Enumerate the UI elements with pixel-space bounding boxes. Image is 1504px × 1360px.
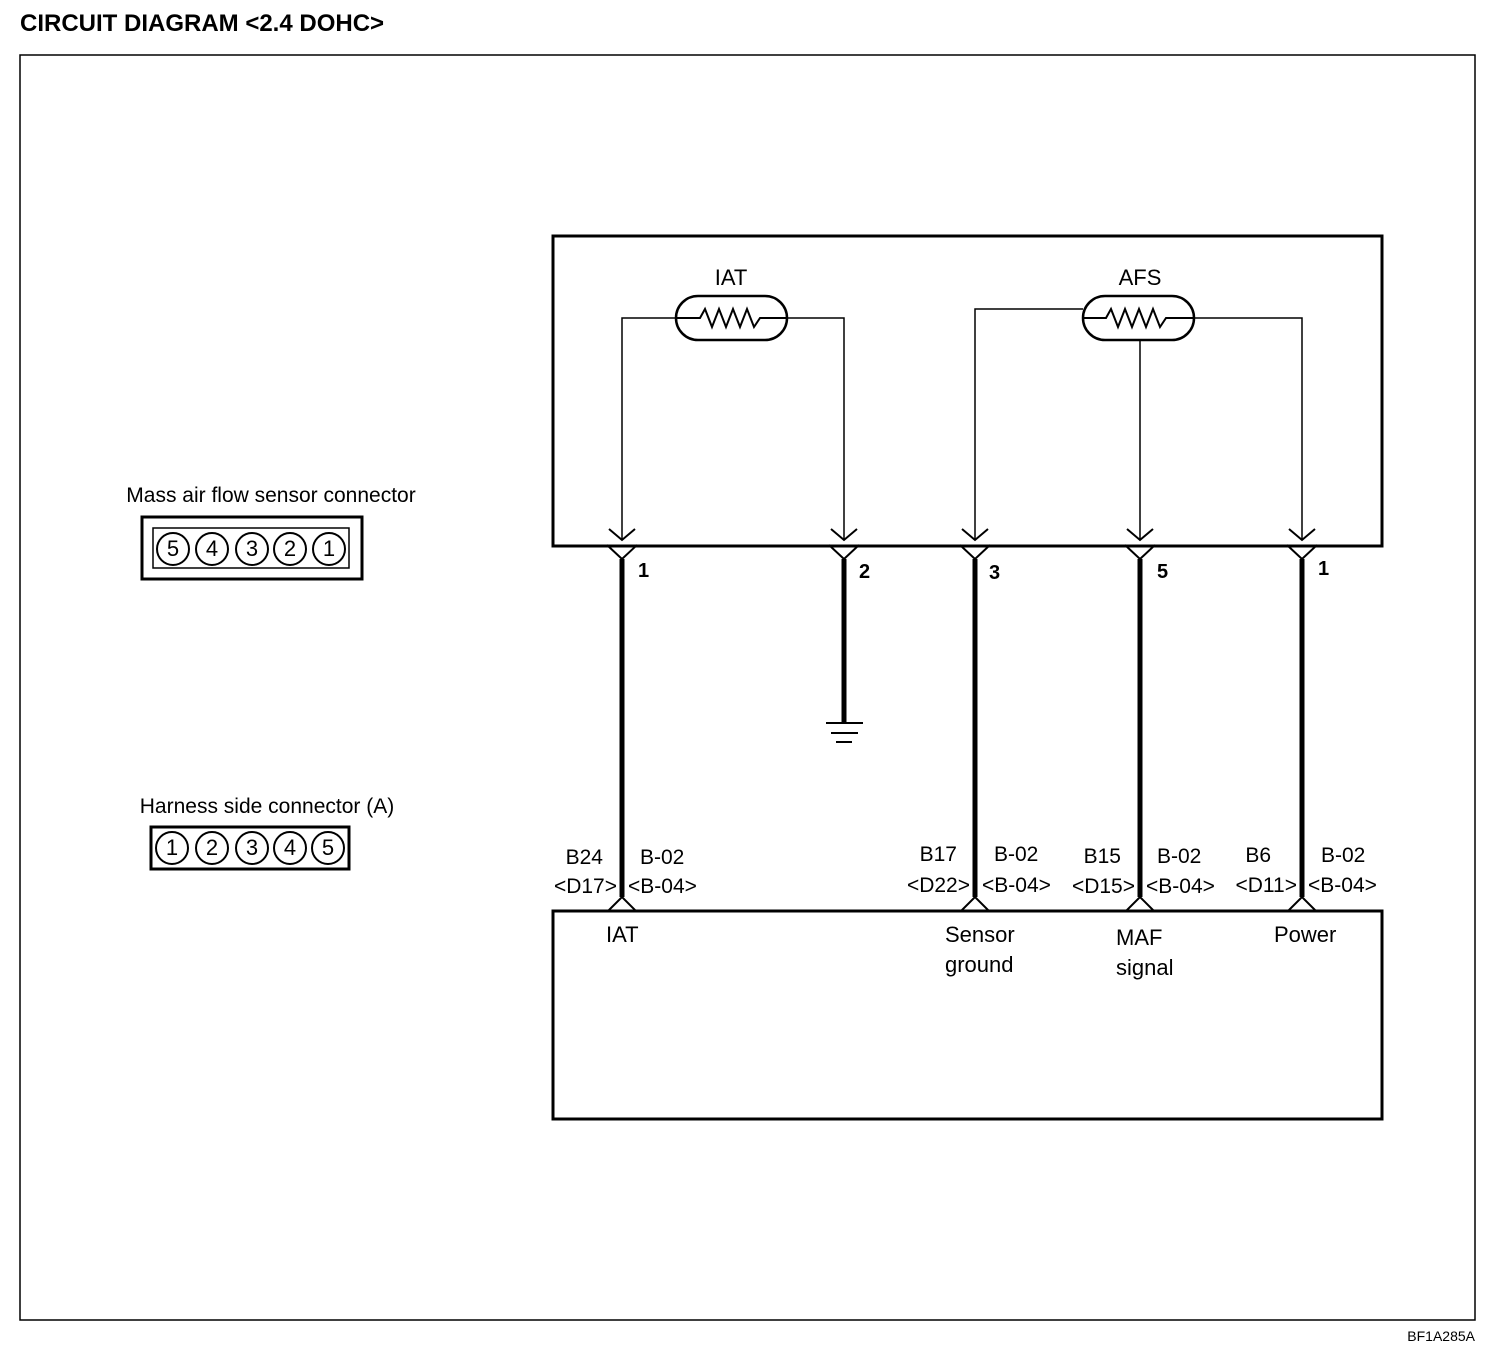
ground-icon [826,722,863,743]
ecm-function-label-line2: ground [945,952,1014,977]
afs-wire-ground [974,308,1083,540]
sensor-assembly-box [551,234,1384,548]
iat-wire-left [621,317,676,540]
ecm-connector-code: B-02 [1157,845,1201,868]
afs-wire-power [1194,317,1303,540]
ecm-box [551,909,1384,1121]
ecm-alt-connector-code: <B-04> [1146,875,1215,898]
harness-connector: Harness side connector (A) 1 2 3 4 5 [140,795,394,871]
harness-connector-pin-4: 4 [273,831,307,865]
ecm-function-label: MAF [1116,925,1162,950]
harness-connector-pin-label: 4 [284,835,296,860]
ecm-pin-code: B6 [1245,844,1271,867]
sensor-connector-pin-label: 3 [246,536,258,561]
ecm-alt-pin-code: <D17> [554,875,617,898]
ecm-alt-pin-code: <D15> [1072,875,1135,898]
harness-wires [619,559,1305,897]
sensor-pin-number: 1 [638,560,649,582]
sensor-connector-inner [152,527,350,569]
ecm-pin-code: B24 [566,846,604,869]
ecm-pin-code: B15 [1084,845,1121,868]
ecm-alt-pin-code: <D11> [1236,874,1298,897]
harness-connector-pin-5: 5 [311,831,345,865]
iat-resistor-zigzag [676,306,787,330]
sensor-connector-outer [140,515,364,581]
ecm-pin-symbol [960,895,990,912]
ecm-pin-symbol [1287,895,1317,912]
harness-connector-outer [149,825,351,871]
ecm-terminal-maf-signal: B15 <D15> B-02 <B-04> MAF signal [1072,845,1215,980]
afs-resistor-zigzag [1083,306,1194,330]
harness-connector-pin-label: 2 [206,835,218,860]
harness-connector-pin-2: 2 [195,831,229,865]
sensor-connector-pin-label: 1 [323,536,335,561]
ecm-connector-code: B-02 [1321,844,1365,867]
sensor-connector-pin-label: 4 [206,536,218,561]
ecm-connector-code: B-02 [994,843,1038,866]
sensor-pin-number: 1 [1318,558,1329,580]
sensor-connector-pin-label: 2 [284,536,296,561]
iat-thermistor: IAT [621,265,845,540]
sensor-pin-number: 5 [1157,561,1168,583]
ecm-function-label: Power [1274,922,1336,947]
sensor-connector-pin-3: 3 [235,532,269,566]
sensor-pin-number: 3 [989,562,1000,584]
ecm-terminal-power: B6 <D11> B-02 <B-04> Power [1236,844,1377,947]
sensor-connector-title: Mass air flow sensor connector [126,484,415,507]
ecm-pin-symbol [607,895,637,912]
iat-label: IAT [715,265,748,290]
figure-code: BF1A285A [1407,1328,1475,1344]
harness-connector-pin-label: 5 [322,835,334,860]
diagram-title: CIRCUIT DIAGRAM <2.4 DOHC> [20,10,384,37]
afs-label: AFS [1119,265,1162,290]
ecm-terminal-sensor-ground: B17 <D22> B-02 <B-04> Sensor ground [907,843,1051,977]
ecm-pin-symbols [607,895,1317,912]
sensor-connector-pin-5: 1 [312,532,346,566]
sensor-connector: Mass air flow sensor connector 5 4 3 2 1 [126,484,416,581]
sensor-pin-number: 2 [859,561,870,583]
sensor-connector-pin-1: 5 [156,532,190,566]
ecm-alt-pin-code: <D22> [907,874,970,897]
sensor-pin-symbols [606,528,1318,561]
ecm-function-label: Sensor [945,922,1015,947]
sensor-connector-pin-4: 2 [273,532,307,566]
harness-connector-pin-1: 1 [155,831,189,865]
ecm-alt-connector-code: <B-04> [982,874,1051,897]
harness-connector-pin-3: 3 [235,831,269,865]
ecm-function-label-line2: signal [1116,955,1173,980]
ecm-pin-code: B17 [920,843,957,866]
ecm-alt-connector-code: <B-04> [628,875,697,898]
sensor-connector-pin-label: 5 [167,536,179,561]
ecm-terminal-iat: B24 <D17> B-02 <B-04> IAT [554,846,697,947]
harness-connector-pin-label: 1 [166,835,178,860]
afs-sensor: AFS [974,265,1303,540]
sensor-connector-pin-2: 4 [195,532,229,566]
ecm-pin-symbol [1125,895,1155,912]
ecm-alt-connector-code: <B-04> [1308,874,1377,897]
outer-frame [19,54,1476,1321]
harness-connector-title: Harness side connector (A) [140,795,394,818]
iat-wire-right [787,317,845,540]
ecm-function-label: IAT [606,922,639,947]
ecm-connector-code: B-02 [640,846,684,869]
harness-connector-pin-label: 3 [246,835,258,860]
